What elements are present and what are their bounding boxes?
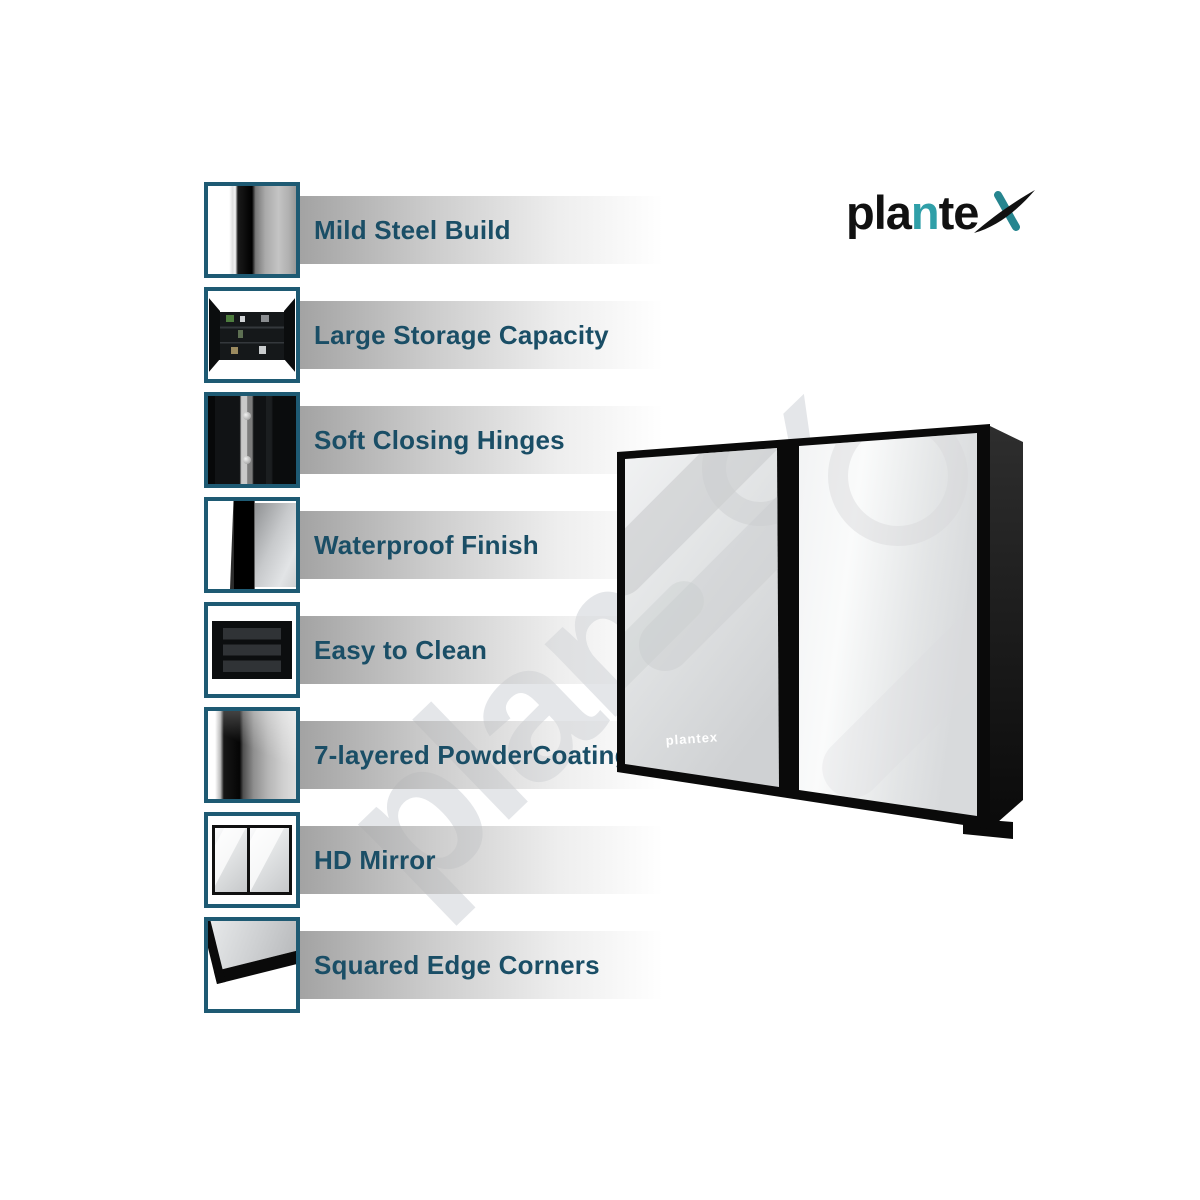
thumb-art [243, 455, 252, 464]
feature-row: Squared Edge Corners [0, 917, 1200, 1013]
feature-band [300, 406, 678, 474]
mirror-front-thumbnail [204, 812, 300, 908]
feature-band [300, 931, 678, 999]
thumb-art [243, 411, 252, 420]
thumb-art [208, 186, 296, 274]
thumb-art [222, 628, 282, 672]
feature-band [300, 301, 678, 369]
powder-coating-layers-thumbnail [204, 707, 300, 803]
feature-band [300, 196, 678, 264]
feature-row: Mild Steel Build [0, 182, 1200, 278]
thumb-art [283, 298, 296, 372]
thumb-art [225, 314, 234, 322]
feature-row: Waterproof Finish [0, 497, 1200, 593]
right-door-reflections [822, 433, 977, 798]
open-cabinet-storage-thumbnail [204, 287, 300, 383]
thumb-art [214, 827, 247, 893]
left-door-reflections [625, 448, 779, 699]
thumb-art [239, 315, 245, 322]
feature-band [300, 721, 678, 789]
thumb-art [208, 298, 221, 372]
thumb-art [230, 347, 238, 355]
squared-corner-thumbnail [204, 917, 300, 1013]
thumb-art [249, 827, 290, 893]
feature-band [300, 826, 678, 894]
thumb-art [237, 329, 244, 338]
steel-sheet-edge-thumbnail [204, 182, 300, 278]
cabinet-side-waterproof-thumbnail [204, 497, 300, 593]
cabinet-side-panel [990, 426, 1023, 829]
feature-row: Large Storage Capacity [0, 287, 1200, 383]
thumb-art [211, 824, 293, 896]
thumb-art [259, 346, 267, 355]
thumb-art [254, 502, 296, 588]
thumb-art [208, 921, 296, 985]
thumb-art [260, 314, 269, 322]
feature-band [300, 616, 678, 684]
thumb-art [208, 711, 296, 799]
cabinet-right-mirror-door [799, 433, 977, 816]
thumb-art [230, 501, 255, 589]
feature-band [300, 511, 678, 579]
empty-shelves-thumbnail [204, 602, 300, 698]
door-brand-logo: plantex [665, 729, 718, 748]
thumb-art [208, 396, 296, 484]
feature-row: HD Mirror [0, 812, 1200, 908]
hinge-closeup-thumbnail [204, 392, 300, 488]
product-image-mirror-cabinet: plantex [617, 424, 1023, 839]
